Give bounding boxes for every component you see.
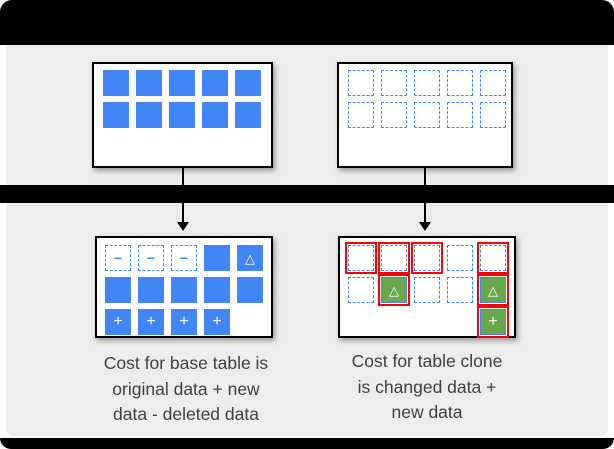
data-block-dashed bbox=[381, 70, 407, 96]
caption-line: data - deleted data bbox=[113, 404, 259, 424]
data-block-empty bbox=[381, 309, 407, 335]
data-block-dashed bbox=[447, 102, 473, 128]
data-block-solid bbox=[171, 277, 197, 303]
caption-line: new data bbox=[391, 402, 463, 422]
plus-icon: + bbox=[113, 313, 123, 330]
data-block-dashed bbox=[348, 277, 374, 303]
data-block-solid-triangle: △ bbox=[237, 245, 263, 271]
data-block-dashed bbox=[477, 242, 509, 274]
data-block-solid bbox=[103, 70, 129, 96]
data-block-solid bbox=[204, 277, 230, 303]
data-block-dashed bbox=[378, 242, 410, 274]
data-block-solid bbox=[103, 102, 129, 128]
bottom-bar bbox=[0, 438, 614, 449]
arrow-shaft bbox=[424, 166, 426, 223]
base-table-after-grid: − − − △ + + + + bbox=[97, 238, 271, 335]
data-block-empty bbox=[348, 309, 374, 335]
data-block-solid bbox=[204, 245, 230, 271]
data-block-green-plus: + bbox=[477, 306, 509, 338]
plus-icon: + bbox=[488, 313, 498, 330]
plus-icon: + bbox=[179, 313, 189, 330]
top-bar bbox=[0, 0, 614, 45]
data-block-solid bbox=[169, 70, 195, 96]
data-block-dashed bbox=[414, 102, 440, 128]
arrow-head-icon bbox=[419, 222, 431, 231]
caption-line: Cost for table clone bbox=[351, 351, 503, 371]
data-block-dashed bbox=[411, 242, 443, 274]
data-block-solid-plus: + bbox=[171, 309, 197, 335]
caption-line: is changed data + bbox=[357, 376, 497, 397]
data-block-dashed bbox=[348, 102, 374, 128]
minus-icon: − bbox=[113, 250, 123, 266]
data-block-solid bbox=[136, 70, 162, 96]
data-block-solid bbox=[237, 277, 263, 303]
data-block-dashed bbox=[348, 70, 374, 96]
data-block-green-triangle: △ bbox=[477, 274, 509, 306]
data-block-dashed bbox=[381, 102, 407, 128]
table-clone-after-grid: △ △ + bbox=[340, 238, 514, 338]
arrow-shaft bbox=[182, 166, 184, 223]
triangle-icon: △ bbox=[389, 282, 399, 298]
data-block-green-triangle: △ bbox=[378, 274, 410, 306]
minus-icon: − bbox=[179, 250, 189, 266]
data-block-solid-plus: + bbox=[138, 309, 164, 335]
data-block-dashed bbox=[480, 70, 506, 96]
data-block-dashed bbox=[447, 277, 473, 303]
data-block-empty bbox=[447, 309, 473, 335]
data-block-solid bbox=[136, 102, 162, 128]
data-block-solid bbox=[202, 102, 228, 128]
data-block-dashed bbox=[414, 70, 440, 96]
data-block-dashed bbox=[414, 277, 440, 303]
data-block-solid bbox=[235, 102, 261, 128]
table-clone-caption: Cost for table clone is changed data + n… bbox=[317, 349, 537, 426]
data-block-dashed bbox=[447, 245, 473, 271]
data-block-solid bbox=[235, 70, 261, 96]
data-block-solid bbox=[138, 277, 164, 303]
base-table-original-grid bbox=[94, 64, 271, 128]
data-block-dashed bbox=[447, 70, 473, 96]
plus-icon: + bbox=[212, 313, 222, 330]
data-block-dashed bbox=[345, 242, 377, 274]
data-block-solid bbox=[169, 102, 195, 128]
divider-bar bbox=[0, 185, 614, 203]
arrow-head-icon bbox=[177, 222, 189, 231]
table-clone-after-box: △ △ + bbox=[338, 236, 516, 338]
plus-icon: + bbox=[146, 313, 156, 330]
data-block-empty bbox=[237, 309, 263, 335]
data-block-empty bbox=[414, 309, 440, 335]
data-block-solid-plus: + bbox=[105, 309, 131, 335]
base-table-after-box: − − − △ + + + + bbox=[95, 236, 273, 338]
data-block-dashed-minus: − bbox=[138, 245, 164, 271]
base-table-caption: Cost for base table is original data + n… bbox=[76, 351, 296, 428]
base-table-original-box bbox=[92, 62, 273, 168]
caption-line: original data + new bbox=[112, 378, 260, 399]
minus-icon: − bbox=[146, 250, 156, 266]
table-clone-original-box bbox=[337, 62, 513, 168]
data-block-dashed bbox=[480, 102, 506, 128]
triangle-icon: △ bbox=[488, 282, 498, 298]
data-block-dashed-minus: − bbox=[105, 245, 131, 271]
data-block-dashed-minus: − bbox=[171, 245, 197, 271]
data-block-solid bbox=[202, 70, 228, 96]
data-block-solid-plus: + bbox=[204, 309, 230, 335]
triangle-icon: △ bbox=[245, 250, 255, 266]
data-block-solid bbox=[105, 277, 131, 303]
table-clone-original-grid bbox=[339, 64, 511, 128]
caption-line: Cost for base table is bbox=[103, 353, 269, 373]
